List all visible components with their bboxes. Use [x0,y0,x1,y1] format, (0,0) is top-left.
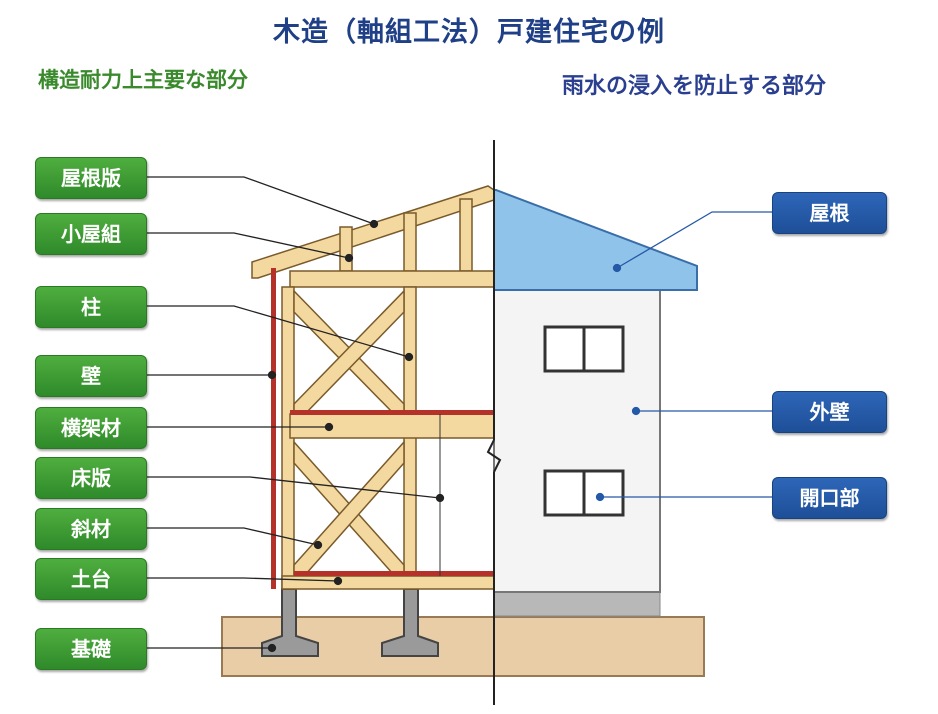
right-base [493,591,661,617]
window-lower [543,469,625,517]
label-sill: 土台 [35,558,147,600]
label-post: 柱 [35,286,147,328]
center-divider [486,140,502,705]
label-brace: 斜材 [35,508,147,550]
roof-blue [493,189,698,291]
rainwater-parts-heading: 雨水の浸入を防止する部分 [562,74,827,99]
red-boards [271,268,494,589]
label-roof-truss: 小屋組 [35,213,147,255]
structural-parts-heading: 構造耐力上主要な部分 [38,68,248,92]
page-title: 木造（軸組工法）戸建住宅の例 [273,17,665,48]
label-roof-board: 屋根版 [35,157,147,199]
label-openings: 開口部 [772,477,887,519]
label-beam: 横架材 [35,407,147,449]
left-leader-lines [145,176,445,653]
label-exterior-wall: 外壁 [772,391,887,433]
label-foundation: 基礎 [35,628,147,670]
timber-frame [251,185,495,590]
label-roof: 屋根 [772,192,887,234]
exterior-wall [493,277,661,593]
window-upper [543,325,625,373]
label-floor-board: 床版 [35,457,147,499]
label-wall: 壁 [35,355,147,397]
right-leader-lines [595,211,772,502]
